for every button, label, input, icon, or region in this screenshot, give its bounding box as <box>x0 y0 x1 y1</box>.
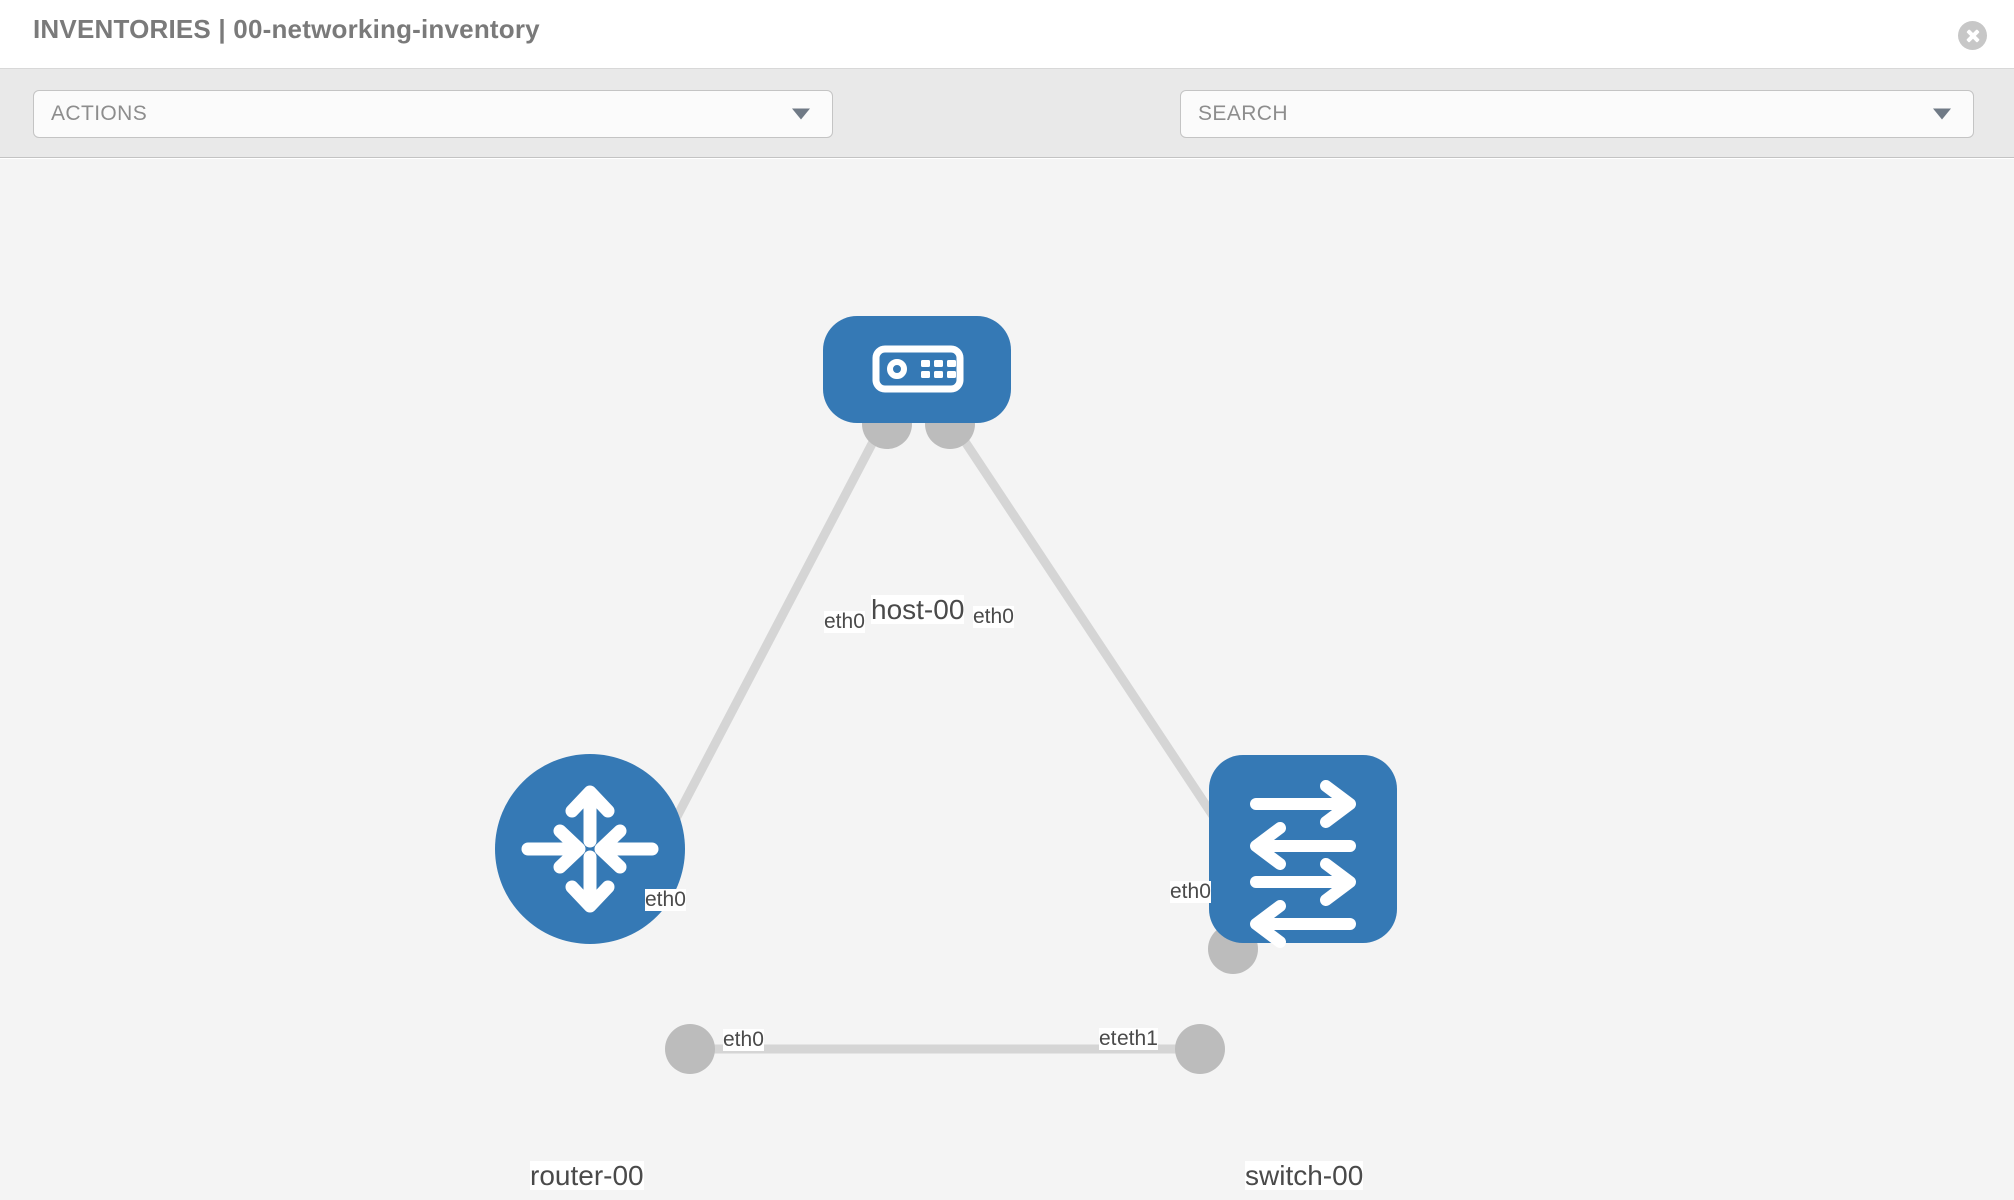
node-switch-00 <box>1209 755 1397 948</box>
search-dropdown[interactable]: SEARCH <box>1180 90 1974 138</box>
link-host-switch <box>946 416 1239 852</box>
iface-label: eth0 <box>645 888 686 912</box>
node-router-00 <box>495 754 685 944</box>
node-label-switch: switch-00 <box>1245 1160 1364 1191</box>
chevron-down-icon <box>1933 108 1951 120</box>
handle-router-right <box>665 1024 715 1074</box>
actions-dropdown[interactable]: ACTIONS <box>33 90 833 138</box>
topology-handles <box>665 399 1258 1074</box>
topology-canvas[interactable]: eth0 eth0 eth0 eth0 eth0 eth0 eth1 host-… <box>0 159 2014 1200</box>
switch-icon <box>1250 780 1356 948</box>
topology-links <box>656 416 1239 1054</box>
chevron-down-icon <box>792 108 810 120</box>
search-input[interactable]: SEARCH <box>1198 102 1288 125</box>
iface-label: eth0 <box>723 1028 764 1052</box>
node-label-host: host-00 <box>871 594 965 625</box>
topology-graph <box>495 316 1397 1074</box>
iface-label: eth0 <box>1170 880 1211 904</box>
router-icon <box>521 785 659 913</box>
node-label-router: router-00 <box>530 1160 644 1191</box>
link-host-router <box>656 416 889 852</box>
server-icon <box>872 345 964 393</box>
close-icon[interactable] <box>1958 21 1987 50</box>
actions-dropdown-label: ACTIONS <box>51 102 148 125</box>
iface-label: eth0 <box>824 610 865 634</box>
iface-label: eth0 <box>973 605 1014 629</box>
iface-label: eth1 <box>1117 1027 1158 1051</box>
page-title: INVENTORIES | 00-networking-inventory <box>33 14 540 44</box>
toolbar: ACTIONS SEARCH <box>0 69 2014 194</box>
page-header: INVENTORIES | 00-networking-inventory <box>0 0 2014 69</box>
node-host-00 <box>823 316 1011 423</box>
handle-switch-left <box>1175 1024 1225 1074</box>
